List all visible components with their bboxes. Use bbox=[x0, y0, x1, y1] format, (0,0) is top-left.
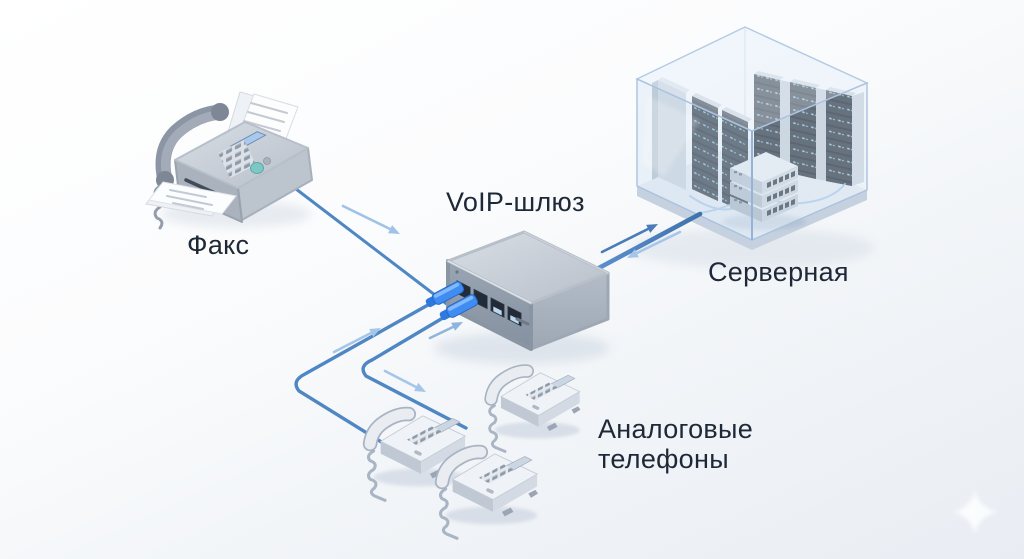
label-analog-phones-line1: Аналоговые bbox=[598, 414, 754, 444]
arrow-fax-to-gateway bbox=[341, 204, 400, 234]
network-switch-stack-icon bbox=[722, 152, 806, 230]
arrow-gateway-to-server bbox=[600, 224, 658, 254]
voip-gateway-icon bbox=[425, 230, 610, 351]
sparkle-icon bbox=[953, 490, 997, 534]
gateway-status-slot bbox=[515, 317, 530, 326]
label-server-room: Серверная bbox=[708, 257, 849, 287]
analog-phone-icon bbox=[441, 452, 538, 538]
arrow-phones-to-gateway-2 bbox=[428, 322, 463, 340]
analog-phones-group bbox=[369, 371, 581, 538]
arrow-gateway-to-phones bbox=[383, 369, 426, 392]
switch-ports bbox=[767, 170, 795, 216]
gateway-to-phone-cable-1 bbox=[294, 294, 446, 453]
flow-arrows bbox=[332, 204, 682, 392]
server-room-icon bbox=[635, 26, 869, 250]
arrow-server-to-gateway bbox=[627, 230, 682, 258]
arrow-phones-to-gateway-1 bbox=[332, 328, 381, 354]
rj45-plug-2 bbox=[439, 294, 479, 321]
fax-machine-icon bbox=[145, 91, 313, 230]
rj45-plug-1 bbox=[425, 281, 465, 308]
analog-phone-icon bbox=[490, 371, 581, 451]
server-room-base bbox=[637, 186, 867, 250]
fax-start-button bbox=[250, 162, 264, 174]
label-analog-phones: Аналоговые телефоны bbox=[598, 414, 753, 474]
glass-walls bbox=[635, 26, 869, 242]
gateway-to-phone-cable-2 bbox=[361, 307, 468, 430]
fax-to-gateway-line bbox=[294, 187, 454, 310]
gateway-to-server-line bbox=[594, 211, 703, 272]
label-analog-phones-line2: телефоны bbox=[598, 444, 729, 474]
connection-lines bbox=[294, 187, 703, 453]
gateway-led bbox=[455, 270, 459, 274]
label-gateway: VoIP-шлюз bbox=[446, 187, 585, 217]
label-fax: Факс bbox=[187, 230, 250, 260]
